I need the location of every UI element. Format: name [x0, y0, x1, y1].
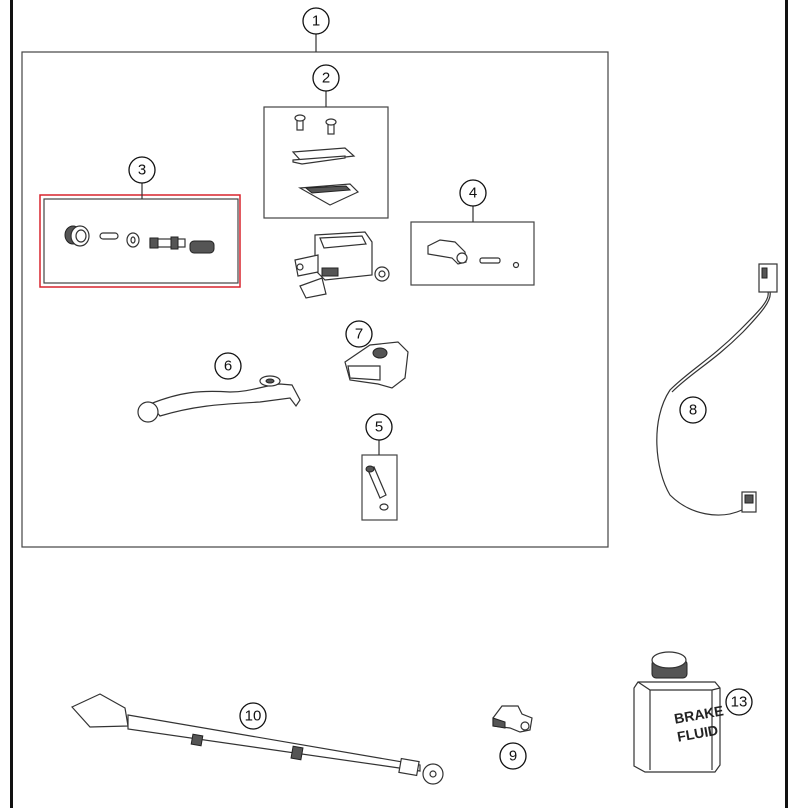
svg-text:1: 1 [312, 13, 320, 30]
callout-13[interactable]: 13 [725, 688, 753, 716]
piston-kit-parts [64, 225, 215, 254]
adjuster-kit-parts [427, 239, 520, 269]
callout-4[interactable]: 4 [459, 179, 487, 207]
callout-5[interactable]: 5 [365, 413, 393, 441]
svg-text:3: 3 [138, 162, 146, 179]
svg-text:7: 7 [355, 326, 363, 343]
svg-text:9: 9 [509, 748, 517, 765]
svg-text:2: 2 [322, 70, 330, 87]
callout-10[interactable]: 10 [239, 702, 267, 730]
clutch-switch-part-8 [656, 263, 778, 516]
clutch-hose-part-10 [71, 693, 444, 785]
callout-8[interactable]: 8 [679, 396, 707, 424]
svg-text:5: 5 [375, 419, 383, 436]
reservoir-cover-screws [294, 114, 337, 135]
callout-2[interactable]: 2 [312, 64, 340, 92]
assembly-1-box [21, 51, 609, 548]
callout-1[interactable]: 1 [302, 7, 330, 35]
callout-9[interactable]: 9 [499, 742, 527, 770]
svg-text:6: 6 [224, 358, 232, 375]
svg-text:13: 13 [731, 694, 748, 711]
svg-text:10: 10 [245, 708, 262, 725]
kit-3-box [43, 198, 239, 284]
banjo-fitting-part-9 [492, 705, 533, 733]
pivot-bolt-kit-parts [365, 465, 389, 511]
svg-text:4: 4 [469, 185, 477, 202]
svg-text:8: 8 [689, 402, 697, 419]
page-frame [10, 0, 788, 808]
fluid-label-line2: FLUID [676, 722, 719, 745]
callout-7[interactable]: 7 [345, 320, 373, 348]
lever-adjuster-part-7 [344, 341, 409, 389]
kit-3-highlight [39, 194, 241, 288]
callout-3[interactable]: 3 [128, 156, 156, 184]
callout-6[interactable]: 6 [214, 352, 242, 380]
clutch-lever-part-6 [137, 375, 301, 423]
brake-fluid-can-part-13: BRAKE FLUID [633, 651, 725, 773]
master-cylinder-body [294, 231, 390, 299]
